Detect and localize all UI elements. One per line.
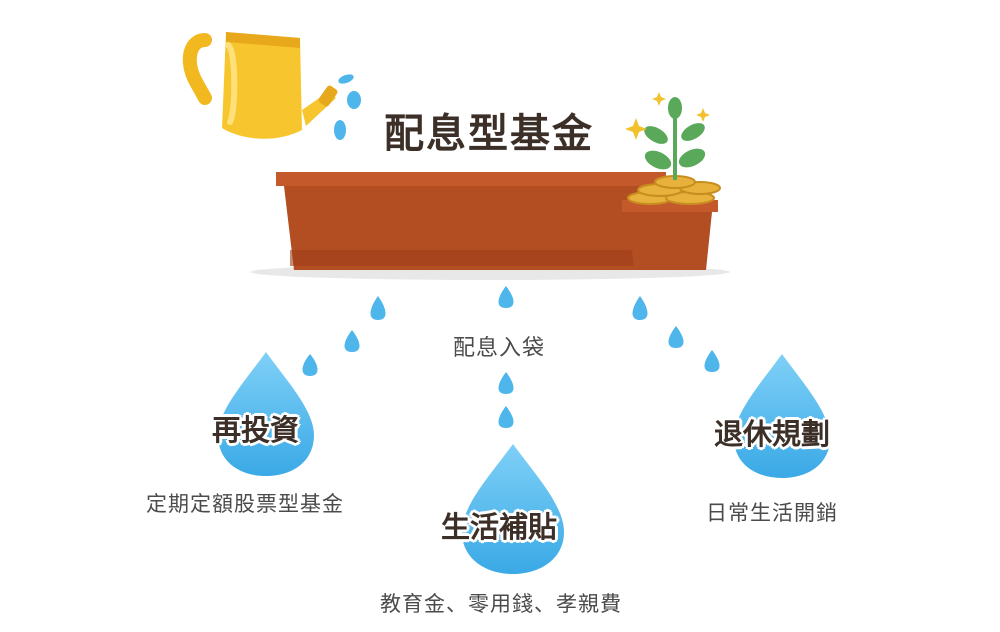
branch-title-reinvest: 再投資 xyxy=(212,413,300,447)
branch-title-living: 生活補貼 xyxy=(441,510,558,544)
drop-trail-left xyxy=(302,296,386,376)
branch-title-retirement: 退休規劃 xyxy=(714,417,831,451)
drop-trail-right xyxy=(632,296,720,372)
branch-desc-living: 教育金、零用錢、孝親費 xyxy=(380,592,622,616)
branch-desc-reinvest: 定期定額股票型基金 xyxy=(146,492,344,516)
planter-box-icon xyxy=(276,172,666,270)
drop-trail-center xyxy=(498,286,514,428)
plant-sprout-icon xyxy=(644,97,706,180)
branch-desc-retirement: 日常生活開銷 xyxy=(706,501,838,525)
watering-can-icon xyxy=(182,32,338,139)
small-pot-icon xyxy=(622,200,718,270)
gold-coins-icon xyxy=(627,175,721,205)
sparkle-icon xyxy=(625,92,710,140)
main-title: 配息型基金 xyxy=(384,111,594,157)
water-spray xyxy=(334,74,361,140)
center-label: 配息入袋 xyxy=(453,336,546,361)
water-drop-icon xyxy=(218,352,830,574)
